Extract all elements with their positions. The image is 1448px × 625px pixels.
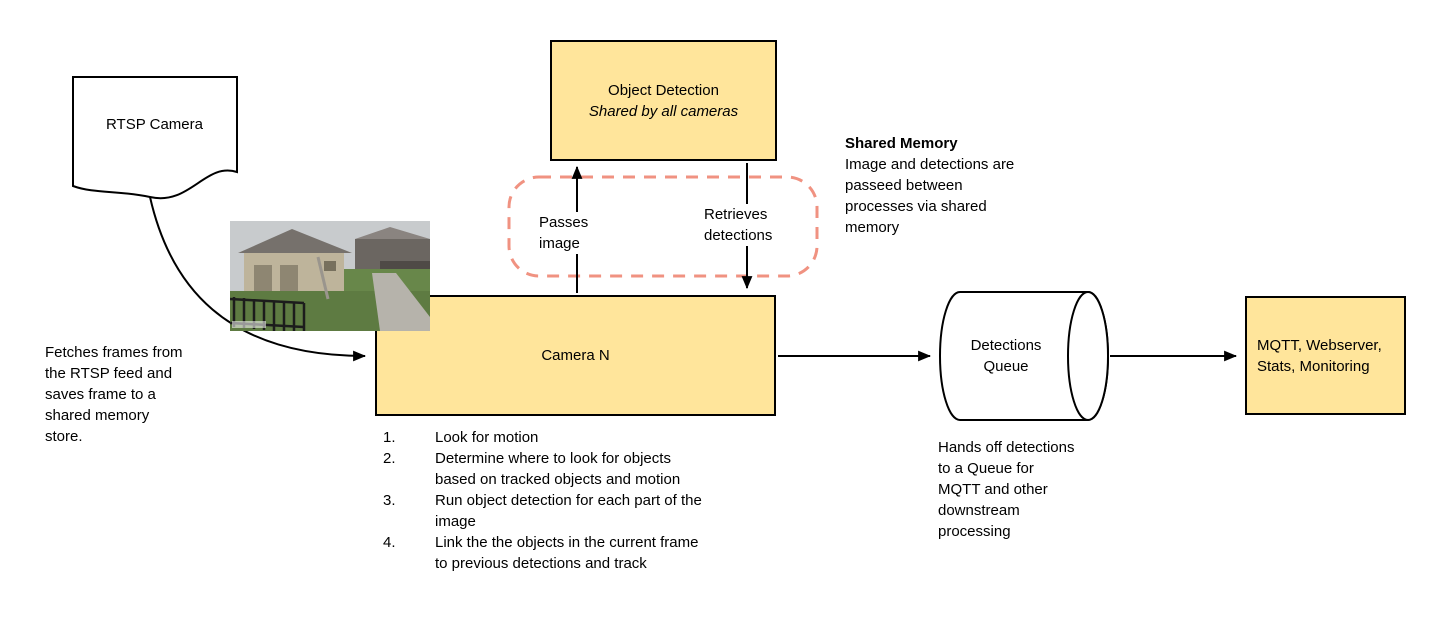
shared-memory-note-body: Image and detections are passeed between… [845, 156, 1015, 236]
camera-steps-list: 1. Look for motion 2. Determine where to… [383, 427, 785, 574]
step-text: Determine where to look for objects base… [435, 450, 681, 488]
step-number: 4. [383, 534, 396, 551]
node-camera-n: Camera N [375, 295, 776, 416]
node-outputs: MQTT, Webserver, Stats, Monitoring [1245, 296, 1406, 415]
object-detection-subtitle: Shared by all cameras [588, 102, 739, 120]
queue-handoff-note: Hands off detections to a Queue for MQTT… [938, 439, 1075, 540]
retrieves-detections-label: Retrieves detections [703, 204, 777, 246]
step-number: 1. [383, 429, 396, 446]
passes-image-label: Passes image [538, 212, 592, 254]
node-object-detection: Object Detection Shared by all cameras [550, 40, 777, 161]
outputs-label: MQTT, Webserver, Stats, Monitoring [1257, 336, 1382, 375]
fetch-frames-note: Fetches frames from the RTSP feed and sa… [45, 344, 183, 445]
camera-snapshot [230, 221, 430, 331]
camera-n-label: Camera N [541, 347, 610, 364]
shared-memory-note-title: Shared Memory [845, 135, 958, 152]
shared-memory-note: Shared Memory Image and detections are p… [845, 133, 1060, 238]
rtsp-camera-label: RTSP Camera [106, 115, 203, 133]
step-number: 2. [383, 450, 396, 467]
step-text: Link the the objects in the current fram… [435, 534, 699, 572]
detections-queue-label: Detections Queue [970, 337, 1042, 375]
step-text: Look for motion [435, 429, 539, 446]
object-detection-title: Object Detection [608, 81, 719, 99]
step-number: 3. [383, 492, 396, 509]
step-text: Run object detection for each part of th… [435, 492, 702, 530]
camera-snapshot-image [230, 221, 430, 331]
